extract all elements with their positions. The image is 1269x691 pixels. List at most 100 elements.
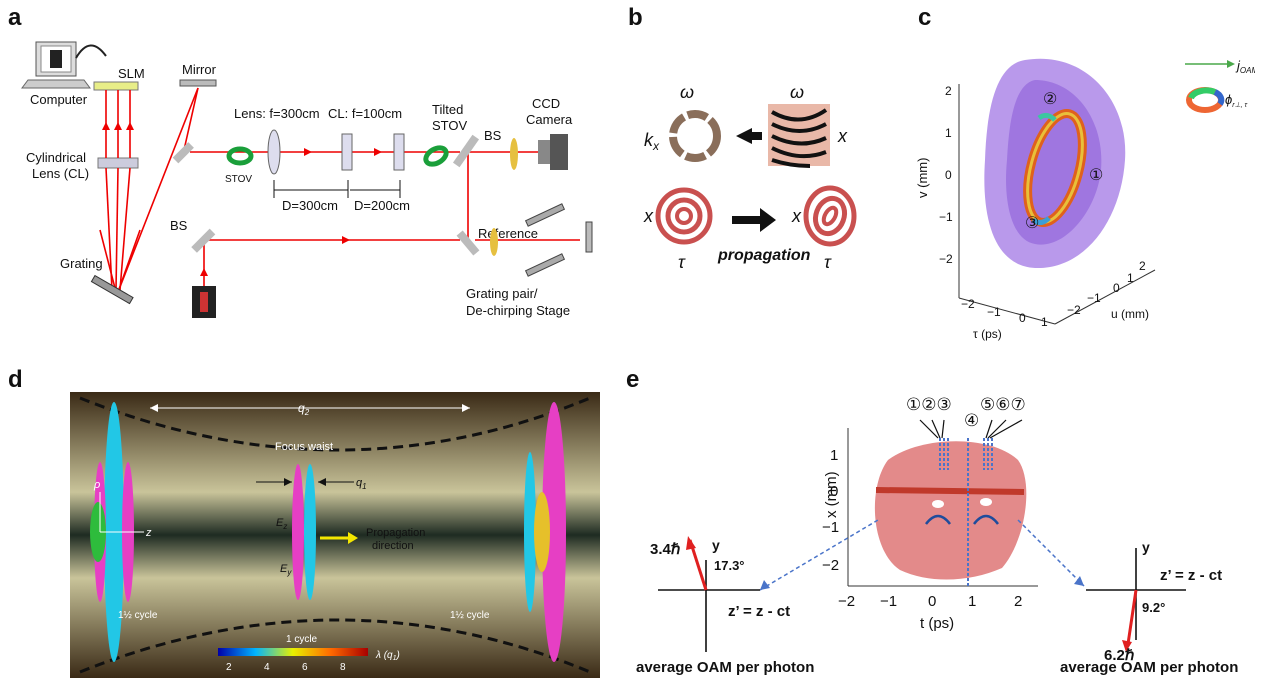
dimension-lines [273,180,401,198]
e-marker-arrows [919,419,1023,439]
q2-label: q2 [298,401,310,417]
e-right-axis-y: y [1142,539,1150,555]
dechirping-label: De-chirping Stage [466,303,570,318]
e-markers-right: ⑤⑥⑦ [980,395,1026,414]
e-ytick-m1: −1 [822,519,839,536]
c-ytick-m1: −1 [939,210,953,224]
colorbar-tick-2: 2 [226,662,232,673]
e-right-value: 6.2ℏ [1104,647,1135,664]
concentric-rings-right [803,185,857,247]
camera-label: Camera [526,112,573,127]
focus-waist-label: Focus waist [275,441,333,453]
c-utick-1: 1 [1127,271,1134,285]
lens-label: Lens: f=300cm [234,106,320,121]
panel-c-plot: jOAM ϕr⊥, τ v (mm) 2 1 0 −1 −2 −2 −1 0 1… [915,58,1255,341]
cl-label: CL: f=100cm [328,106,402,121]
beam-splitter-element-2 [191,228,216,253]
bs-label-2: BS [484,128,502,143]
c-utick-m1: −1 [1087,291,1101,305]
propagation-label-1: Propagation [366,527,425,539]
c-tautick-m2: −2 [961,297,975,311]
d1-label: D=300cm [282,198,338,213]
d2-label: D=200cm [354,198,410,213]
cycle-right-label: 1½ cycle [450,610,490,621]
arrow-left-icon [736,128,752,144]
computer-icon [21,41,107,89]
arrow-right-icon [732,208,776,232]
grating-label: Grating [60,256,103,271]
panel-c-axes [958,84,1156,325]
propagation-label: propagation [717,247,811,264]
propagation-label-2: direction [372,540,414,552]
e-plot-axes [847,428,1038,587]
rho-label: ρ [93,479,100,491]
colorbar-tick-4: 4 [264,662,270,673]
grating-pair-label: Grating pair/ [466,286,538,301]
oam-volume-render [984,58,1126,269]
c-ytick-1: 1 [945,126,952,140]
c-ytick-m2: −2 [939,252,953,266]
c-tautick-m1: −1 [987,305,1001,319]
x-label-1: x [837,126,848,146]
e-right-axis-z: z’ = z - ct [1160,567,1222,584]
tilted-stov-label-2: STOV [432,118,467,133]
e-left-caption: average OAM per photon [636,659,814,676]
stov-label: STOV [225,174,252,185]
computer-label: Computer [30,92,88,107]
beam-splitter-element-3 [452,134,480,168]
e-xtick-m2: −2 [838,593,855,610]
panel-label-e: e [626,366,640,393]
cycle-left-label: 1½ cycle [118,610,158,621]
fringe-pattern [768,104,830,168]
reference-lens [490,228,498,256]
e-left-axis-z: z’ = z - ct [728,603,790,620]
c-ytick-2: 2 [945,84,952,98]
e-xtick-2: 2 [1014,593,1022,610]
e-right-angle: 9.2° [1142,600,1165,615]
e-left-axis-y: y [712,537,720,553]
panel-c-xlabel: τ (ps) [973,327,1002,341]
stov-element [226,146,254,166]
mirror-label: Mirror [182,62,217,77]
reference-mirror [456,230,480,256]
e-left-axes [658,560,760,652]
x-label-3: x [791,206,802,226]
colorbar [218,648,368,656]
panel-c-ylabel: v (mm) [915,158,930,198]
c-ytick-0: 0 [945,168,952,182]
laser-source-element [192,286,216,318]
beam-splitter-element [172,142,194,164]
lower-envelope [79,618,591,674]
omega-label-1: ω [680,82,694,102]
slm-label: SLM [118,66,145,81]
c-marker-1: ① [1089,167,1103,184]
ccd-camera-element [538,140,550,164]
beam-arrows [102,122,382,276]
e-xtick-m1: −1 [880,593,897,610]
e-oam-volume [874,441,1027,580]
panel-c-ulabel: u (mm) [1111,307,1149,321]
tau-label-2: τ [824,252,832,272]
colorbar-tick-8: 8 [340,662,346,673]
cylindrical-lens-element [97,157,139,169]
q1-label: q1 [356,477,367,491]
e-marker-mid: ④ [964,411,979,430]
e-right-oam-arrow [1126,589,1138,645]
omega-label-2: ω [790,82,804,102]
bs-label-1: BS [170,218,188,233]
tilted-stov-label: Tilted [432,102,463,117]
lens-element-2 [510,138,518,170]
cl-element-1 [341,133,353,171]
e-left-pointer [759,519,879,591]
z-label: z [145,527,152,539]
kx-omega-ring [669,110,721,162]
upper-envelope [79,396,591,452]
slm-element [93,81,139,91]
lens-element [267,129,281,175]
beam-background [70,392,600,678]
legend-j-label: jOAM [1235,58,1255,75]
c-marker-2: ② [1043,91,1057,108]
e-ytick-m2: −2 [822,557,839,574]
panel-a-setup-diagram: Computer SLM Mirror Cylindrical Lens (CL… [21,41,593,318]
cylindrical-lens-label: Cylindrical [26,150,86,165]
